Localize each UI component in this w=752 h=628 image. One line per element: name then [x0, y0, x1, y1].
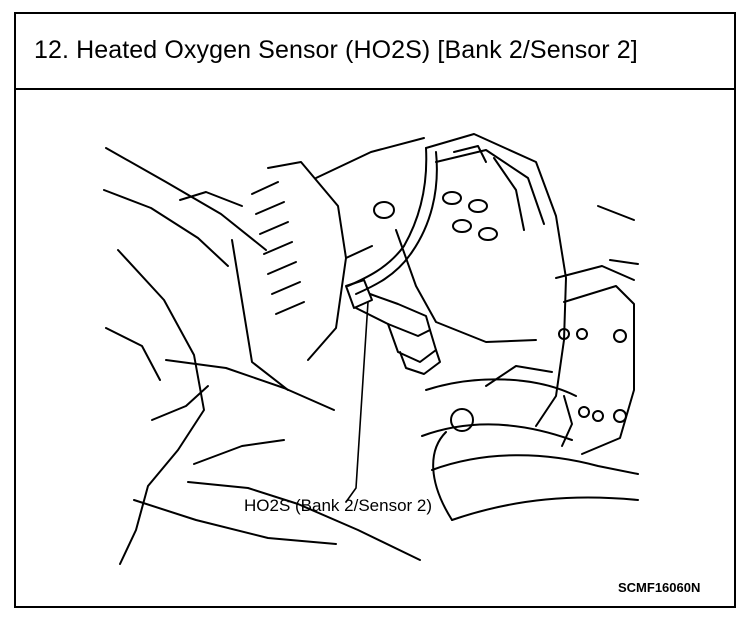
title-bar: 12. Heated Oxygen Sensor (HO2S) [Bank 2/…	[16, 14, 734, 90]
bracket-drawing	[558, 205, 639, 455]
heat-shield-drawing	[231, 137, 425, 391]
oxygen-sensor-drawing	[345, 147, 441, 375]
exhaust-pipe-drawing	[421, 365, 639, 521]
figure-frame: 12. Heated Oxygen Sensor (HO2S) [Bank 2/…	[14, 12, 736, 608]
figure-code: SCMF16060N	[618, 580, 701, 595]
catalytic-converter-drawing	[373, 133, 635, 427]
page-title: 12. Heated Oxygen Sensor (HO2S) [Bank 2/…	[34, 36, 638, 64]
body-panel-drawing	[103, 147, 421, 565]
sensor-callout-label: HO2S (Bank 2/Sensor 2)	[244, 496, 433, 515]
callout-leader-line	[345, 301, 369, 503]
sensor-location-illustration	[103, 133, 639, 565]
